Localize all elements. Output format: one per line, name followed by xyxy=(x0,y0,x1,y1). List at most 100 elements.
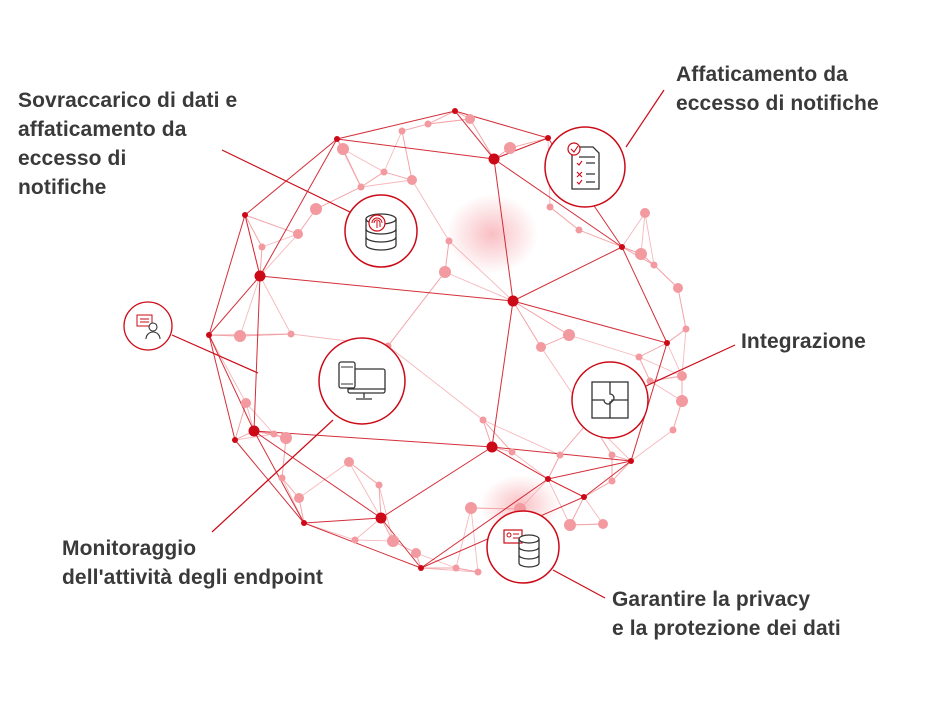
network-line xyxy=(259,275,514,302)
network-line-light xyxy=(234,433,275,441)
network-node-light xyxy=(563,329,575,341)
network-line xyxy=(336,110,456,140)
label-endpoint-monitoring: Monitoraggio dell'attività degli endpoin… xyxy=(62,537,323,589)
network-line-light xyxy=(401,130,413,181)
checklist-document-icon xyxy=(544,126,626,208)
network-line-light xyxy=(208,334,247,404)
network-node-light xyxy=(640,208,650,218)
network-node xyxy=(206,332,212,338)
network-line-light xyxy=(681,328,687,377)
network-line-light xyxy=(549,206,580,231)
network-node-light xyxy=(439,266,451,278)
network-line xyxy=(234,439,305,524)
network-node-light xyxy=(424,120,432,128)
network-line xyxy=(583,460,632,498)
certificate-user-icon xyxy=(123,301,173,351)
network-node-light xyxy=(344,457,354,467)
network-node xyxy=(619,244,625,250)
network-line-light xyxy=(244,214,263,248)
network-line xyxy=(547,460,632,480)
connector-privacy xyxy=(552,569,606,599)
network-node-light xyxy=(445,237,453,245)
network-line xyxy=(547,478,585,498)
network-node-light xyxy=(677,371,687,381)
fingerprint-database-icon xyxy=(344,194,418,268)
network-line xyxy=(244,138,338,216)
network-node-light xyxy=(669,426,677,434)
network-line xyxy=(630,342,668,462)
network-line xyxy=(253,430,382,519)
network-node xyxy=(242,212,248,218)
label-integration: Integrazione xyxy=(741,330,866,353)
network-line-light xyxy=(509,137,549,149)
label-privacy: Garantire la privacy e la protezione dei… xyxy=(612,588,841,640)
network-line-light xyxy=(239,275,261,337)
network-node-light xyxy=(310,203,322,215)
network-node-light xyxy=(676,395,688,407)
network-line-light xyxy=(448,240,514,302)
network-line xyxy=(420,478,549,569)
network-line xyxy=(208,214,246,336)
network-line-light xyxy=(378,484,382,519)
network-node-light xyxy=(280,432,292,444)
network-line-light xyxy=(378,484,394,542)
network-line xyxy=(512,300,668,344)
network-node-light xyxy=(278,474,286,482)
network-node-light xyxy=(258,243,266,251)
network-line-light xyxy=(583,480,613,498)
network-node-light xyxy=(380,168,388,176)
network-line-light xyxy=(444,271,514,302)
network-line-light xyxy=(234,402,247,441)
network-line-light xyxy=(611,460,632,482)
network-line-light xyxy=(281,437,287,479)
network-node-light xyxy=(546,203,554,211)
network-line-light xyxy=(415,552,457,569)
network-line-light xyxy=(354,517,382,541)
connector-overload xyxy=(221,149,353,214)
network-line-light xyxy=(638,342,668,358)
network-line-light xyxy=(470,507,521,510)
network-line xyxy=(491,300,514,448)
network-node-light xyxy=(635,353,643,361)
network-node-light xyxy=(673,283,683,293)
network-node-light xyxy=(234,330,246,342)
puzzle-icon xyxy=(571,361,649,439)
connector-fatigue xyxy=(625,89,665,148)
network-node-light xyxy=(407,175,417,185)
network-node xyxy=(664,340,670,346)
network-line-light xyxy=(512,300,542,348)
network-line-light xyxy=(638,356,651,382)
network-node-light xyxy=(294,493,304,503)
network-line-light xyxy=(511,451,549,480)
network-node xyxy=(507,295,519,307)
network-line xyxy=(208,275,261,336)
network-line-light xyxy=(649,380,683,402)
network-line-light xyxy=(427,110,456,125)
network-node xyxy=(545,476,551,482)
network-line-light xyxy=(630,429,674,462)
network-node xyxy=(545,135,551,141)
label-connector-lines xyxy=(171,89,736,599)
network-line xyxy=(454,110,495,160)
network-line-light xyxy=(677,287,687,330)
label-notification-fatigue: Affaticamento da eccesso di notifiche xyxy=(676,63,879,115)
network-line xyxy=(259,138,338,277)
connector-integration xyxy=(645,344,736,387)
network-line xyxy=(380,517,422,569)
network-node xyxy=(452,108,458,114)
network-node xyxy=(334,136,340,142)
connector-certificate xyxy=(171,334,259,374)
network-node xyxy=(301,520,307,526)
network-node-light xyxy=(635,248,647,260)
network-node xyxy=(248,425,260,437)
network-node-light xyxy=(398,127,406,135)
network-node-light xyxy=(575,226,583,234)
network-line xyxy=(303,517,382,524)
network-node xyxy=(232,437,238,443)
network-line xyxy=(512,246,623,302)
network-line-light xyxy=(547,478,571,526)
network-line-light xyxy=(348,461,382,519)
network-node xyxy=(628,458,634,464)
network-node-light xyxy=(287,330,295,338)
